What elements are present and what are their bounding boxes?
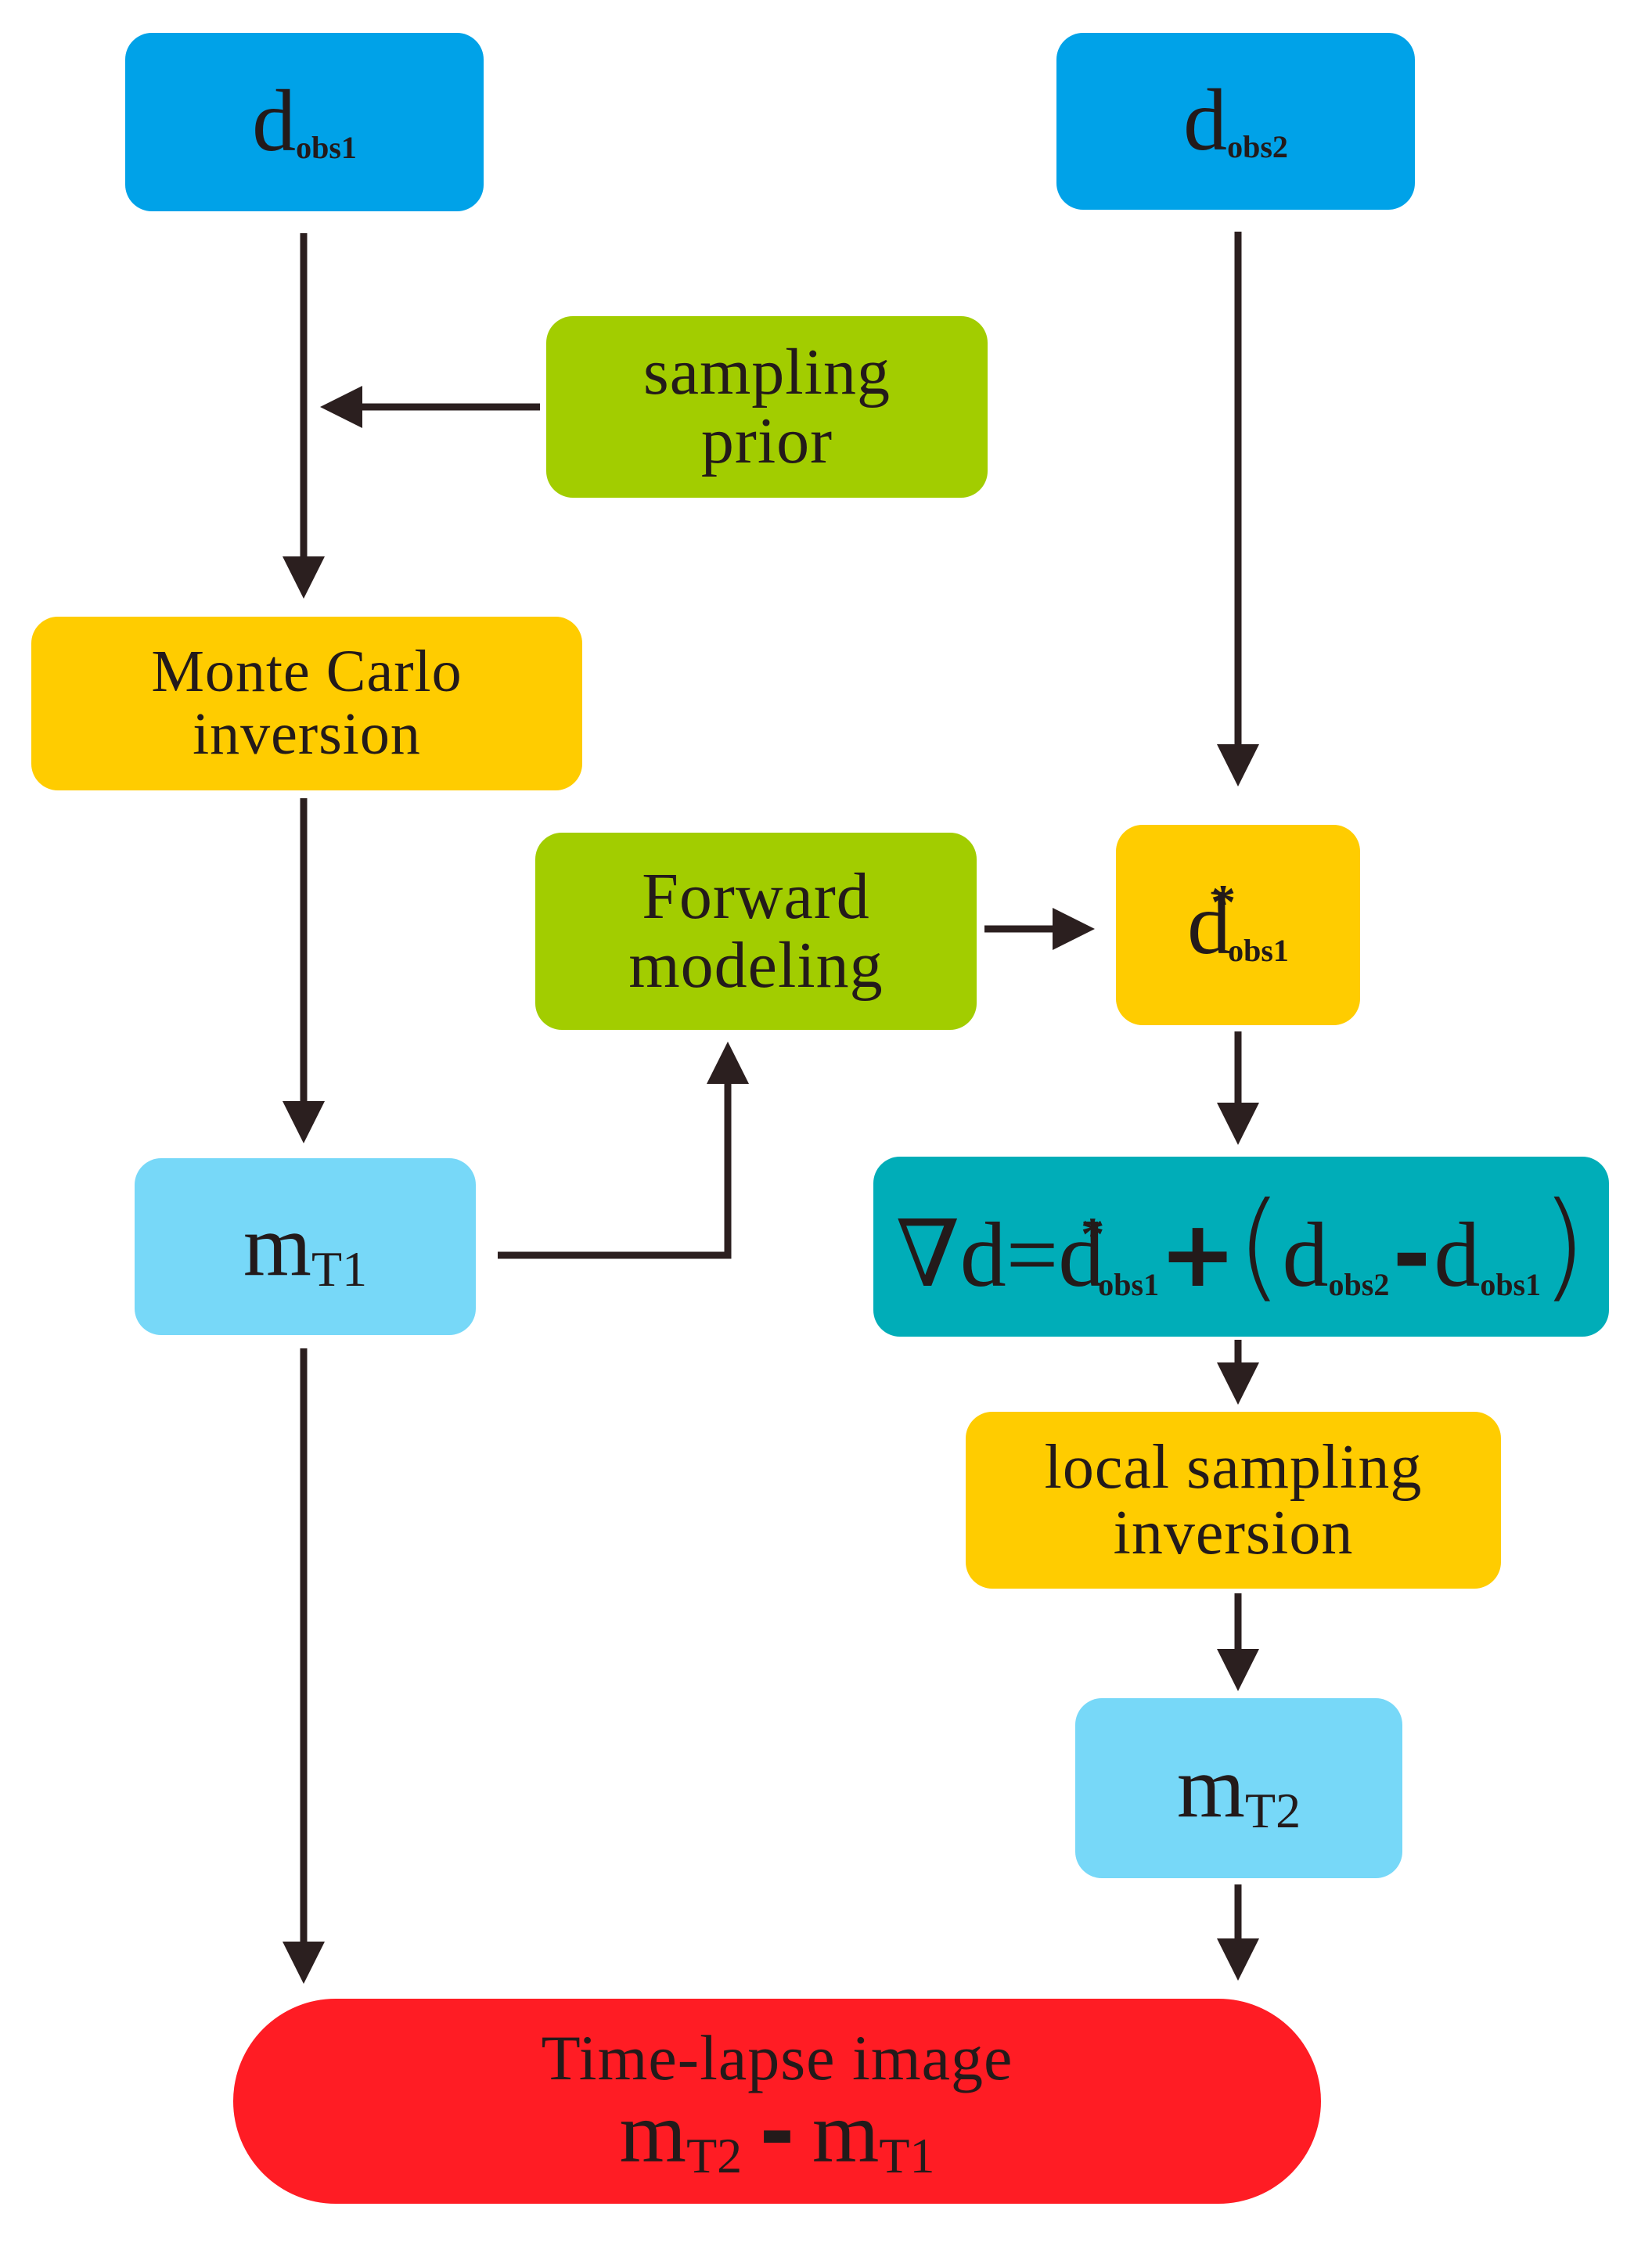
monte-carlo-line2: inversion	[193, 701, 421, 767]
gradient-rparen: )	[1541, 1178, 1587, 1315]
gradient-star: *	[1081, 1208, 1105, 1261]
dobs2-symbol: d	[1183, 72, 1228, 170]
node-monte-carlo-inversion: Monte Carlo inversion	[31, 617, 582, 790]
local-sampling-line1: local sampling	[1044, 1433, 1423, 1502]
timelapse-m1: m	[619, 2084, 687, 2180]
gradient-nabla: ∇d	[895, 1204, 1006, 1307]
local-sampling-line2: inversion	[1113, 1499, 1354, 1568]
gradient-sub2: obs2	[1328, 1267, 1390, 1303]
node-time-lapse-image: Time-lapse image mT2-mT1	[233, 1999, 1321, 2204]
node-dstar-obs1: d*obs1	[1116, 825, 1360, 1025]
mt1-label: mT1	[243, 1197, 367, 1295]
node-gradient-equation: ∇d=d*obs1+(dobs2-dobs1)	[873, 1157, 1609, 1337]
gradient-sub3: obs1	[1480, 1267, 1542, 1303]
timelapse-title: Time-lapse image	[541, 2021, 1013, 2093]
mt2-label: mT2	[1176, 1739, 1301, 1837]
dobs1-symbol: d	[252, 73, 297, 171]
dobs2-label: dobs2	[1183, 72, 1288, 170]
arrow-mt1-to-forward	[498, 1042, 749, 1259]
node-local-sampling-inversion: local sampling inversion	[966, 1412, 1501, 1589]
dstar-label: d*obs1	[1187, 876, 1289, 974]
mt2-symbol: m	[1176, 1739, 1246, 1837]
timelapse-sub2: T1	[879, 2127, 935, 2183]
mt2-subscript: T2	[1245, 1783, 1301, 1839]
gradient-plus: +	[1159, 1200, 1236, 1308]
timelapse-formula: mT2-mT1	[619, 2084, 935, 2182]
gradient-d1: d	[1058, 1204, 1105, 1307]
gradient-equals: =	[1006, 1204, 1059, 1307]
dstar-star: *	[1211, 874, 1236, 930]
mt1-subscript: T1	[311, 1241, 368, 1298]
dstar-subscript: obs1	[1228, 933, 1289, 969]
dobs2-subscript: obs2	[1227, 129, 1288, 165]
dobs1-subscript: obs1	[296, 130, 357, 166]
forward-line2: modeling	[628, 929, 884, 1002]
node-dobs2: dobs2	[1056, 33, 1415, 210]
mt1-symbol: m	[243, 1197, 312, 1295]
gradient-minus: -	[1392, 1200, 1431, 1308]
gradient-lparen: (	[1236, 1178, 1283, 1315]
gradient-d2: d	[1282, 1204, 1329, 1307]
timelapse-sub1: T2	[686, 2127, 743, 2183]
gradient-sub1: obs1	[1098, 1267, 1160, 1303]
gradient-equation: ∇d=d*obs1+(dobs2-dobs1)	[895, 1185, 1586, 1308]
node-sampling-prior: sampling prior	[546, 316, 988, 498]
sampling-prior-line1: sampling	[643, 335, 891, 409]
node-dobs1: dobs1	[125, 33, 484, 211]
dstar-symbol: d	[1187, 876, 1232, 974]
node-mt1: mT1	[135, 1158, 476, 1335]
node-mt2: mT2	[1075, 1698, 1402, 1878]
monte-carlo-line1: Monte Carlo	[151, 639, 462, 705]
sampling-prior-line2: prior	[700, 405, 833, 477]
timelapse-minus: -	[759, 2081, 795, 2182]
node-forward-modeling: Forward modeling	[535, 833, 977, 1030]
gradient-d3: d	[1434, 1204, 1481, 1307]
forward-line1: Forward	[642, 859, 870, 933]
dobs1-label: dobs1	[252, 73, 357, 171]
timelapse-m2: m	[812, 2084, 880, 2180]
